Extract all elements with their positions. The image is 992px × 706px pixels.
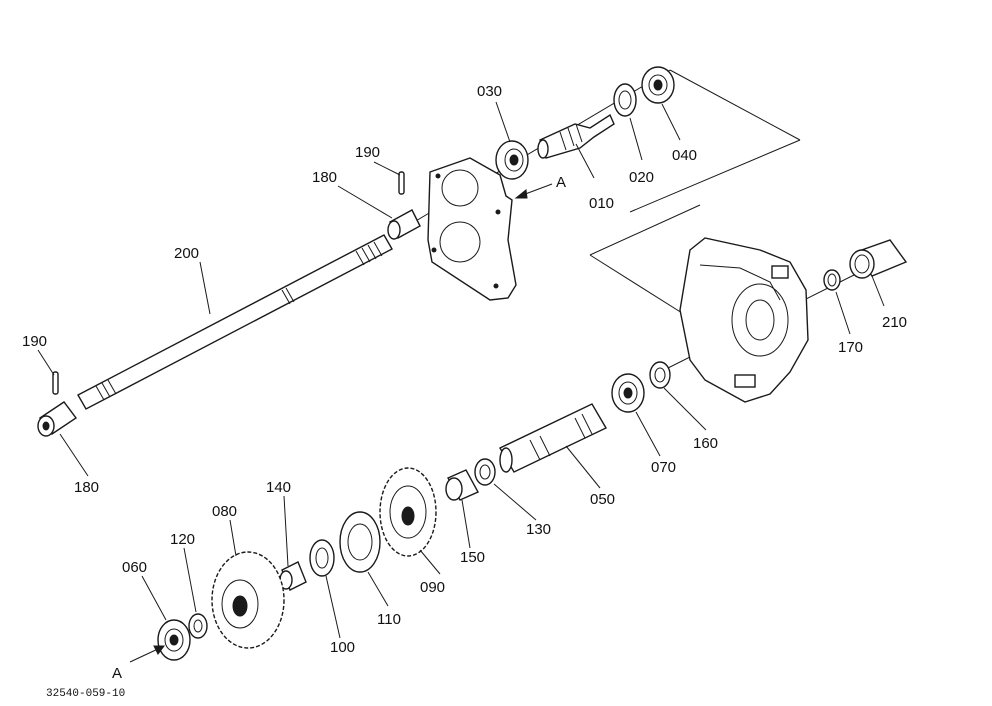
leader-lines [37, 101, 885, 639]
gear-020 [613, 83, 637, 117]
label-110: 110 [377, 611, 401, 628]
label-170: 170 [838, 339, 863, 356]
seal-160 [649, 361, 671, 389]
label-150: 150 [460, 549, 485, 566]
label-090: 090 [420, 579, 445, 596]
bushing-150 [445, 469, 479, 501]
label-030: 030 [477, 83, 502, 100]
label-020: 020 [629, 169, 654, 186]
marker-a-upper: A [556, 174, 566, 191]
bearing-030 [495, 140, 529, 180]
label-050: 050 [590, 491, 615, 508]
washer-120 [188, 613, 208, 639]
label-120: 120 [170, 531, 195, 548]
label-180-lower: 180 [74, 479, 99, 496]
label-210: 210 [882, 314, 907, 331]
part-labels: 030 010 020 040 190 180 200 190 180 210 … [22, 83, 907, 700]
gear-090 [379, 467, 437, 557]
coupling-180-left [37, 401, 78, 437]
shaft-200 [77, 234, 393, 410]
marker-a-lower: A [112, 665, 122, 682]
section-arrow-a-upper [514, 183, 553, 199]
gear-080 [211, 551, 285, 649]
bushing-140 [279, 561, 307, 591]
sleeve-210 [849, 239, 908, 279]
label-060: 060 [122, 559, 147, 576]
label-190-upper: 190 [355, 144, 380, 161]
label-130: 130 [526, 521, 551, 538]
label-140: 140 [266, 479, 291, 496]
pinion-shaft-010 [537, 113, 615, 159]
pin-190-right [398, 171, 405, 195]
washer-130 [474, 458, 496, 486]
drawing-code: 32540-059-10 [46, 688, 125, 700]
bearing-040 [641, 66, 675, 104]
output-shaft-050 [499, 403, 607, 473]
bearing-060 [157, 619, 191, 661]
coupling-180-right [387, 209, 421, 240]
label-190-lower: 190 [22, 333, 47, 350]
housing-main-case [679, 237, 809, 403]
label-080: 080 [212, 503, 237, 520]
pin-190-left [52, 371, 59, 395]
seal-170 [823, 269, 841, 291]
ring-110 [339, 511, 381, 573]
label-070: 070 [651, 459, 676, 476]
housing-cover-plate [427, 157, 517, 301]
needle-bearing-100 [309, 539, 335, 577]
label-010: 010 [589, 195, 614, 212]
label-180-upper: 180 [312, 169, 337, 186]
label-200: 200 [174, 245, 199, 262]
bearing-070 [611, 373, 645, 413]
label-160: 160 [693, 435, 718, 452]
label-100: 100 [330, 639, 355, 656]
label-040: 040 [672, 147, 697, 164]
section-arrow-a-lower [129, 645, 165, 663]
